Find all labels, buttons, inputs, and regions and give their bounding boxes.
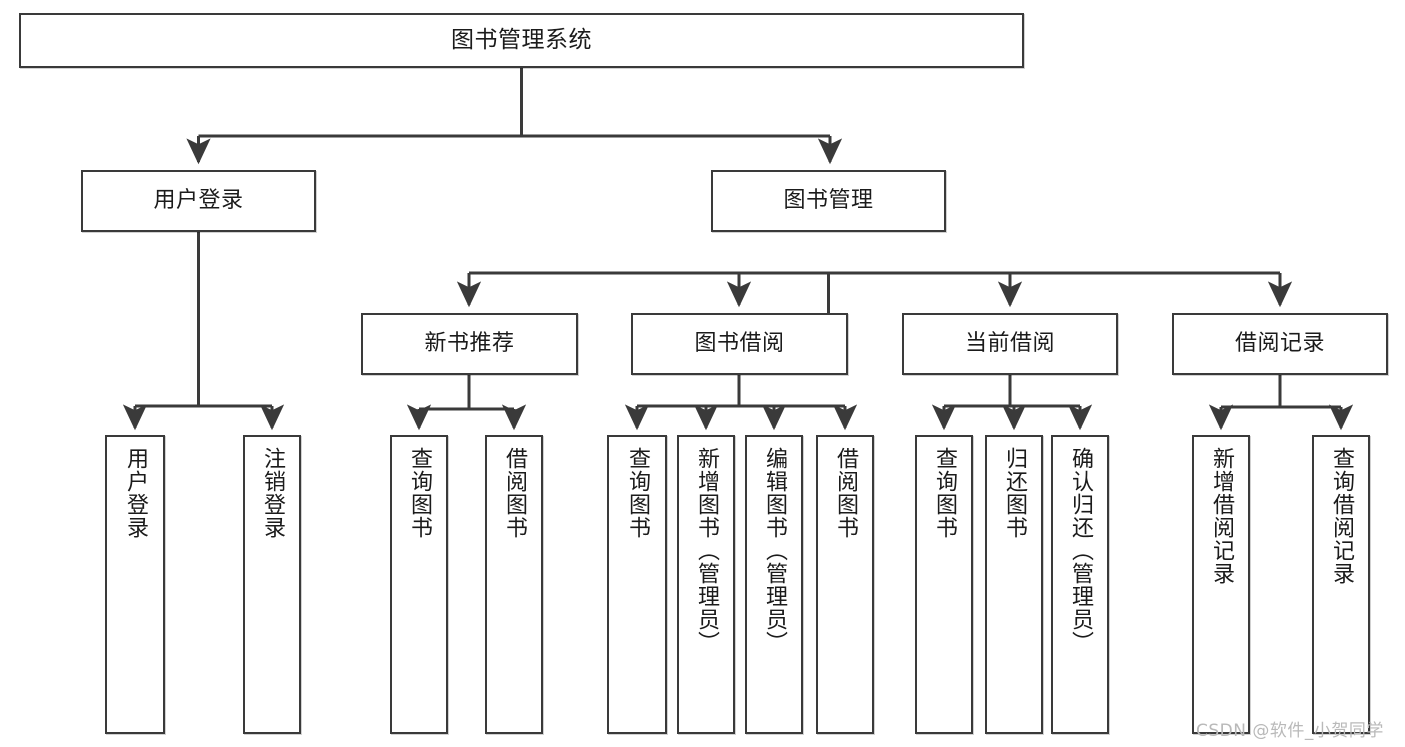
node-leaf-return-book-label: 归还图书 [1001,447,1027,539]
node-leaf-query-book-rec[interactable]: 查询图书 [390,435,448,734]
node-leaf-user-login-label: 用户登录 [122,447,148,539]
node-leaf-edit-book-admin-label: 编辑图书（管理员） [761,447,787,654]
node-leaf-query-book-current[interactable]: 查询图书 [915,435,973,734]
node-borrow-record-label: 借阅记录 [1234,330,1325,356]
node-leaf-query-book-borrow[interactable]: 查询图书 [607,435,667,734]
node-leaf-query-book-rec-label: 查询图书 [406,447,432,539]
node-leaf-user-logout[interactable]: 注销登录 [243,435,301,734]
node-leaf-query-book-current-label: 查询图书 [931,447,957,539]
watermark-text: CSDN @软件_小贺同学 [1196,721,1384,741]
node-leaf-borrow-book-label: 借阅图书 [832,447,858,539]
node-leaf-user-login[interactable]: 用户登录 [105,435,165,734]
node-current-borrow-label: 当前借阅 [964,330,1055,356]
node-leaf-add-borrow-record-label: 新增借阅记录 [1208,447,1234,585]
node-leaf-borrow-book[interactable]: 借阅图书 [816,435,874,734]
node-leaf-add-book-admin-label: 新增图书（管理员） [693,447,719,654]
node-leaf-borrow-book-rec-label: 借阅图书 [501,447,527,539]
node-leaf-query-book-borrow-label: 查询图书 [624,447,650,539]
node-root[interactable]: 图书管理系统 [19,13,1024,68]
node-leaf-confirm-return-admin[interactable]: 确认归还（管理员） [1051,435,1109,734]
node-current-borrow[interactable]: 当前借阅 [902,313,1118,375]
node-book-borrow[interactable]: 图书借阅 [631,313,848,375]
node-leaf-return-book[interactable]: 归还图书 [985,435,1043,734]
node-leaf-edit-book-admin[interactable]: 编辑图书（管理员） [745,435,803,734]
node-new-book-recommend-label: 新书推荐 [424,330,515,356]
node-leaf-borrow-book-rec[interactable]: 借阅图书 [485,435,543,734]
node-leaf-confirm-return-admin-label: 确认归还（管理员） [1067,447,1093,654]
node-user-login-label: 用户登录 [153,187,244,213]
node-leaf-add-book-admin[interactable]: 新增图书（管理员） [677,435,735,734]
node-leaf-add-borrow-record[interactable]: 新增借阅记录 [1192,435,1250,734]
node-root-label: 图书管理系统 [451,26,592,53]
node-leaf-user-logout-label: 注销登录 [259,447,285,539]
node-borrow-record[interactable]: 借阅记录 [1172,313,1388,375]
node-leaf-query-borrow-record[interactable]: 查询借阅记录 [1312,435,1370,734]
node-book-borrow-label: 图书借阅 [694,330,785,356]
node-user-login[interactable]: 用户登录 [81,170,316,232]
node-book-manage[interactable]: 图书管理 [711,170,946,232]
node-new-book-recommend[interactable]: 新书推荐 [361,313,578,375]
node-leaf-query-borrow-record-label: 查询借阅记录 [1328,447,1354,585]
node-book-manage-label: 图书管理 [783,187,874,213]
